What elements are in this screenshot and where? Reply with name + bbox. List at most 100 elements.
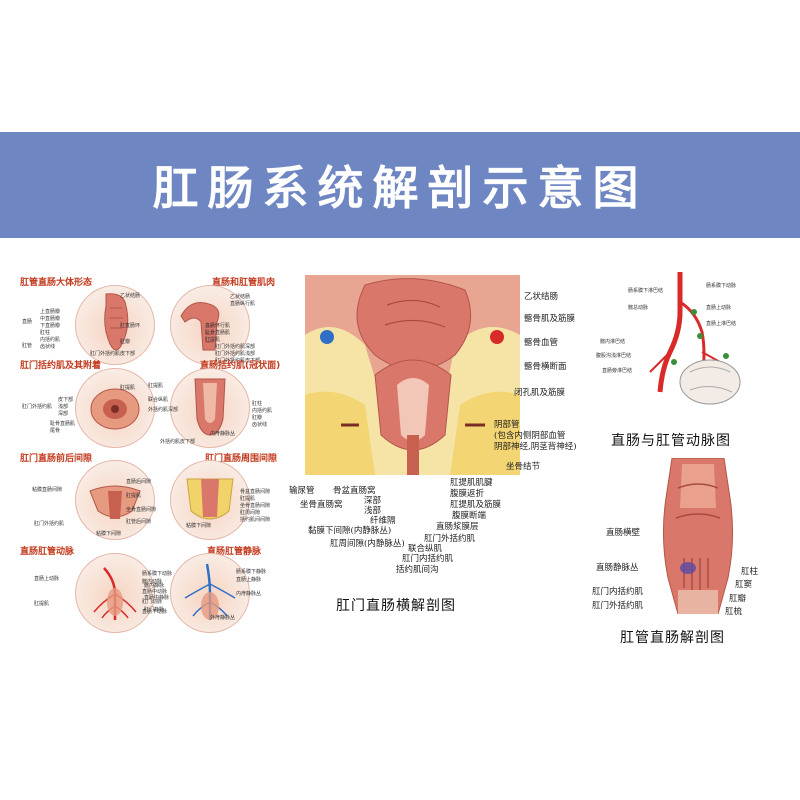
panel-3-label: 尾骨 [50,428,61,434]
colon-muscle-icon [180,302,220,351]
center-label: 肛门外括约肌 [424,534,476,544]
panel-1-title: 肛管直肠大体形态 [20,278,93,288]
page-title: 肛肠系统解剖示意图 [152,161,648,215]
panel-6-label: 粘膜下间隙 [186,523,212,529]
panel-8-label: 直肠上静脉 [236,577,262,583]
perirectal-space-icon [186,478,234,520]
panel-7-label: 直肠上动脉 [34,576,60,582]
artery-label: 髂内淋巴结 [600,339,626,345]
center-label: 输尿管 [289,486,315,496]
panel-4-label: 外括约肌皮下部 [160,439,196,445]
panel-2-label: 肛提肌 [205,337,221,343]
panel-3-label: 深部 [58,411,69,417]
panel-6-label: 骨盆直肠间隙 [240,489,271,495]
panel-4-label: 齿状线 [252,422,268,428]
title-banner: 肛肠系统解剖示意图 [0,132,800,238]
panel-6-title: 肛门直肠周围间隙 [205,454,278,464]
panel-1-label: 下直肠瓣 [40,323,61,329]
panel-5-label: 肛门外括约肌 [34,521,65,527]
artery-label: 肠系膜下淋巴结 [628,288,664,294]
panel-3-label: 肛门外括约肌 [22,404,53,410]
panel-3-illustration [75,368,155,448]
panel-1-label: 肛管 [22,343,33,349]
center-label: 直肠浆膜层 [436,522,479,532]
panel-1-label: 齿状线 [40,344,56,350]
center-label: 联合纵肌 [408,544,443,554]
center-label: 肛周间隙(内静脉丛) [330,539,405,549]
panel-2-label: 肛门外括约肌浅部 [215,351,256,357]
center-label: 黏膜下间隙(内静脉丛) [308,526,392,536]
panel-6-illustration [170,460,250,540]
artery-label: 肠系膜下动脉 [706,283,737,289]
panel-1-label: 内括约肌 [40,337,61,343]
panel-4-label: 内痔静脉丛 [210,431,236,437]
panel-8-label: 直肠中静脉 [144,595,170,601]
canal-label: 肛瓣 [729,594,747,604]
panel-1-label: 直肠 [22,319,33,325]
panel-3-label: 耻骨直肠肌 [50,421,76,427]
center-label: 阴部神经,阴茎背神经) [494,442,577,452]
panel-7-illustration [75,553,155,633]
center-label: 髂骨肌及筋膜 [524,314,576,324]
vein-tree-icon [184,563,236,620]
panel-5-label: 坐骨直肠间隙 [126,507,157,513]
panel-1-label: 中直肠瓣 [40,316,61,322]
panel-4-label: 内括约肌 [252,408,273,414]
artery-label: 直肠上动脉 [706,305,732,311]
panel-3-label: 浅部 [58,404,69,410]
panel-2-label: 直肠纵行肌 [230,301,256,307]
canal-label: 肛门外括约肌 [592,601,644,611]
center-label: 闭孔肌及筋膜 [514,388,566,398]
panel-5-label: 直肠后间隙 [126,479,152,485]
panel-5-title: 肛门直肠前后间隙 [20,454,93,464]
panel-2-title: 直肠和肛管肌肉 [212,278,276,288]
cross-section-illustration [305,275,520,475]
panel-8-label: 外痔静脉丛 [210,615,236,621]
panel-2-label: 耻骨直肠肌 [205,330,231,336]
panel-5-label: 肛提肌 [126,493,142,499]
panel-1-illustration [75,285,155,365]
panel-7-label: 肛提肌 [34,601,50,607]
panel-6-label: 括约肌间间隙 [240,517,271,523]
panel-5-label: 粘膜直肠间隙 [32,487,63,493]
panel-7-label: 直肠下动脉 [142,609,168,615]
center-label: 腹膜返折 [450,489,485,499]
panel-2-illustration [170,285,250,365]
panel-5-label: 肛管后间隙 [126,519,152,525]
canal-label: 肛窦 [735,580,753,590]
center-label: 髂骨横断面 [524,362,567,372]
artery-label: 直肠上淋巴结 [706,321,737,327]
panel-7-label: 肠系膜下动脉 [142,571,173,577]
sphincter-icon [90,388,140,430]
canal-label: 直肠静脉丛 [596,563,639,573]
panel-4-label: 肛提肌 [148,383,164,389]
artery-label: 腹股沟浅淋巴结 [596,353,632,359]
canal-label: 直肠横壁 [606,528,641,538]
panel-4-label: 联合纵肌 [148,397,169,403]
canal-label: 肛梳 [725,607,743,617]
center-label: 肛门内括约肌 [402,554,454,564]
panel-1-label: 乙状结肠 [120,293,141,299]
center-label: (包含内侧阴部血管 [494,431,566,441]
panel-1-label: 肛门外括约肌皮下部 [90,351,136,357]
canal-label: 肛门内括约肌 [592,587,644,597]
panel-5-label: 粘膜下间隙 [96,531,122,537]
panel-8-title: 直肠肛管静脉 [207,547,262,557]
panel-4-label: 肛柱 [252,401,263,407]
artery-label: 髂总动脉 [628,305,649,311]
sagittal-space-icon [89,485,141,519]
panel-1-label: 肛柱 [40,330,51,336]
panel-1-label: 上直肠瓣 [40,309,61,315]
panel-8-label: 内痔静脉丛 [236,591,262,597]
panel-3-title: 肛门括约肌及其附着 [20,361,102,371]
center-label: 肛提肌及筋膜 [450,500,502,510]
center-label: 括约肌间沟 [396,565,439,575]
panel-7-title: 直肠肛管动脉 [20,547,75,557]
panel-8-label: 肛门静脉 [144,607,165,613]
canal-label: 肛柱 [741,567,759,577]
center-label: 阴部管 [494,420,520,430]
panel-7-label: 直肠中动脉 [142,589,168,595]
center-label: 肛提肌肌腱 [450,478,493,488]
panel-3-label: 肛提肌 [120,385,136,391]
center-label: 浅部 [364,506,382,516]
